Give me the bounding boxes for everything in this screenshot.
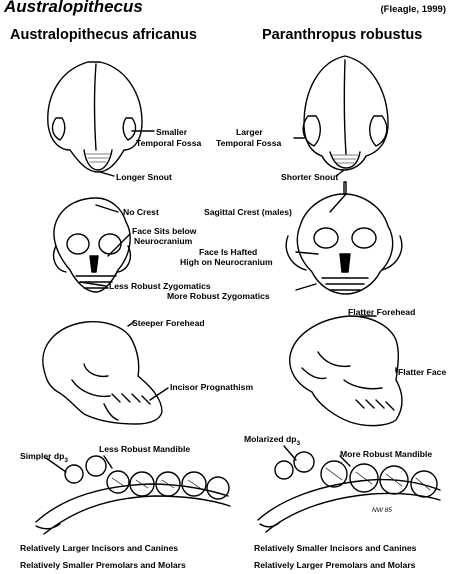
africanus-top-view-skull-icon [47, 61, 143, 173]
citation: (Fleagle, 1999) [380, 4, 446, 15]
robustus-dental-arcade-icon [257, 451, 441, 533]
label-shorter-snout: Shorter Snout [281, 172, 339, 182]
label-more-robust-mandible: More Robust Mandible [340, 449, 433, 459]
robustus-top-view-skull-icon [302, 55, 389, 171]
diagram-title: Australopithecus [4, 0, 143, 16]
label-steeper-forehead: Steeper Forehead [132, 318, 205, 328]
label-face-sits-2: Neurocranium [134, 236, 193, 246]
label-face-hafted-2: High on Neurocranium [180, 257, 273, 267]
label-left-bottom-2: Relatively Smaller Premolars and Molars [20, 560, 186, 570]
label-flatter-face: Flatter Face [398, 367, 447, 377]
left-column-header: Australopithecus africanus [10, 27, 197, 43]
right-column-header: Paranthropus robustus [262, 27, 423, 43]
africanus-front-view-skull-icon [52, 197, 132, 293]
robustus-side-view-skull-icon [289, 315, 403, 427]
label-less-robust-mandible: Less Robust Mandible [99, 444, 191, 454]
label-temporal-fossa-right: Temporal Fossa [216, 138, 282, 148]
label-longer-snout: Longer Snout [116, 172, 172, 182]
label-smaller: Smaller [156, 127, 188, 137]
label-temporal-fossa-left: Temporal Fossa [136, 138, 202, 148]
africanus-side-view-skull-icon [42, 321, 163, 425]
label-sagittal-crest: Sagittal Crest (males) [204, 207, 292, 217]
robustus-front-view-skull-icon [285, 181, 403, 295]
label-flatter-forehead: Flatter Forehead [348, 307, 416, 317]
label-less-robust-zygomatics: Less Robust Zygomatics [109, 281, 211, 291]
label-incisor-prognathism: Incisor Prognathism [170, 382, 254, 392]
africanus-dental-arcade-icon [35, 455, 231, 535]
label-face-sits-1: Face Sits below [132, 226, 197, 236]
label-left-bottom-1: Relatively Larger Incisors and Canines [20, 543, 179, 553]
label-no-crest: No Crest [123, 207, 159, 217]
label-more-robust-zygomatics: More Robust Zygomatics [167, 291, 270, 301]
label-face-hafted-1: Face Is Hafted [199, 247, 258, 257]
label-larger: Larger [236, 127, 263, 137]
label-right-bottom-2: Relatively Larger Premolars and Molars [254, 560, 416, 570]
artist-initials: NW 85 [372, 507, 392, 514]
label-right-bottom-1: Relatively Smaller Incisors and Canines [254, 543, 417, 553]
label-molarized-dp3: Molarized dp3 [244, 434, 301, 447]
label-simpler-dp3: Simpler dp3 [20, 451, 69, 464]
